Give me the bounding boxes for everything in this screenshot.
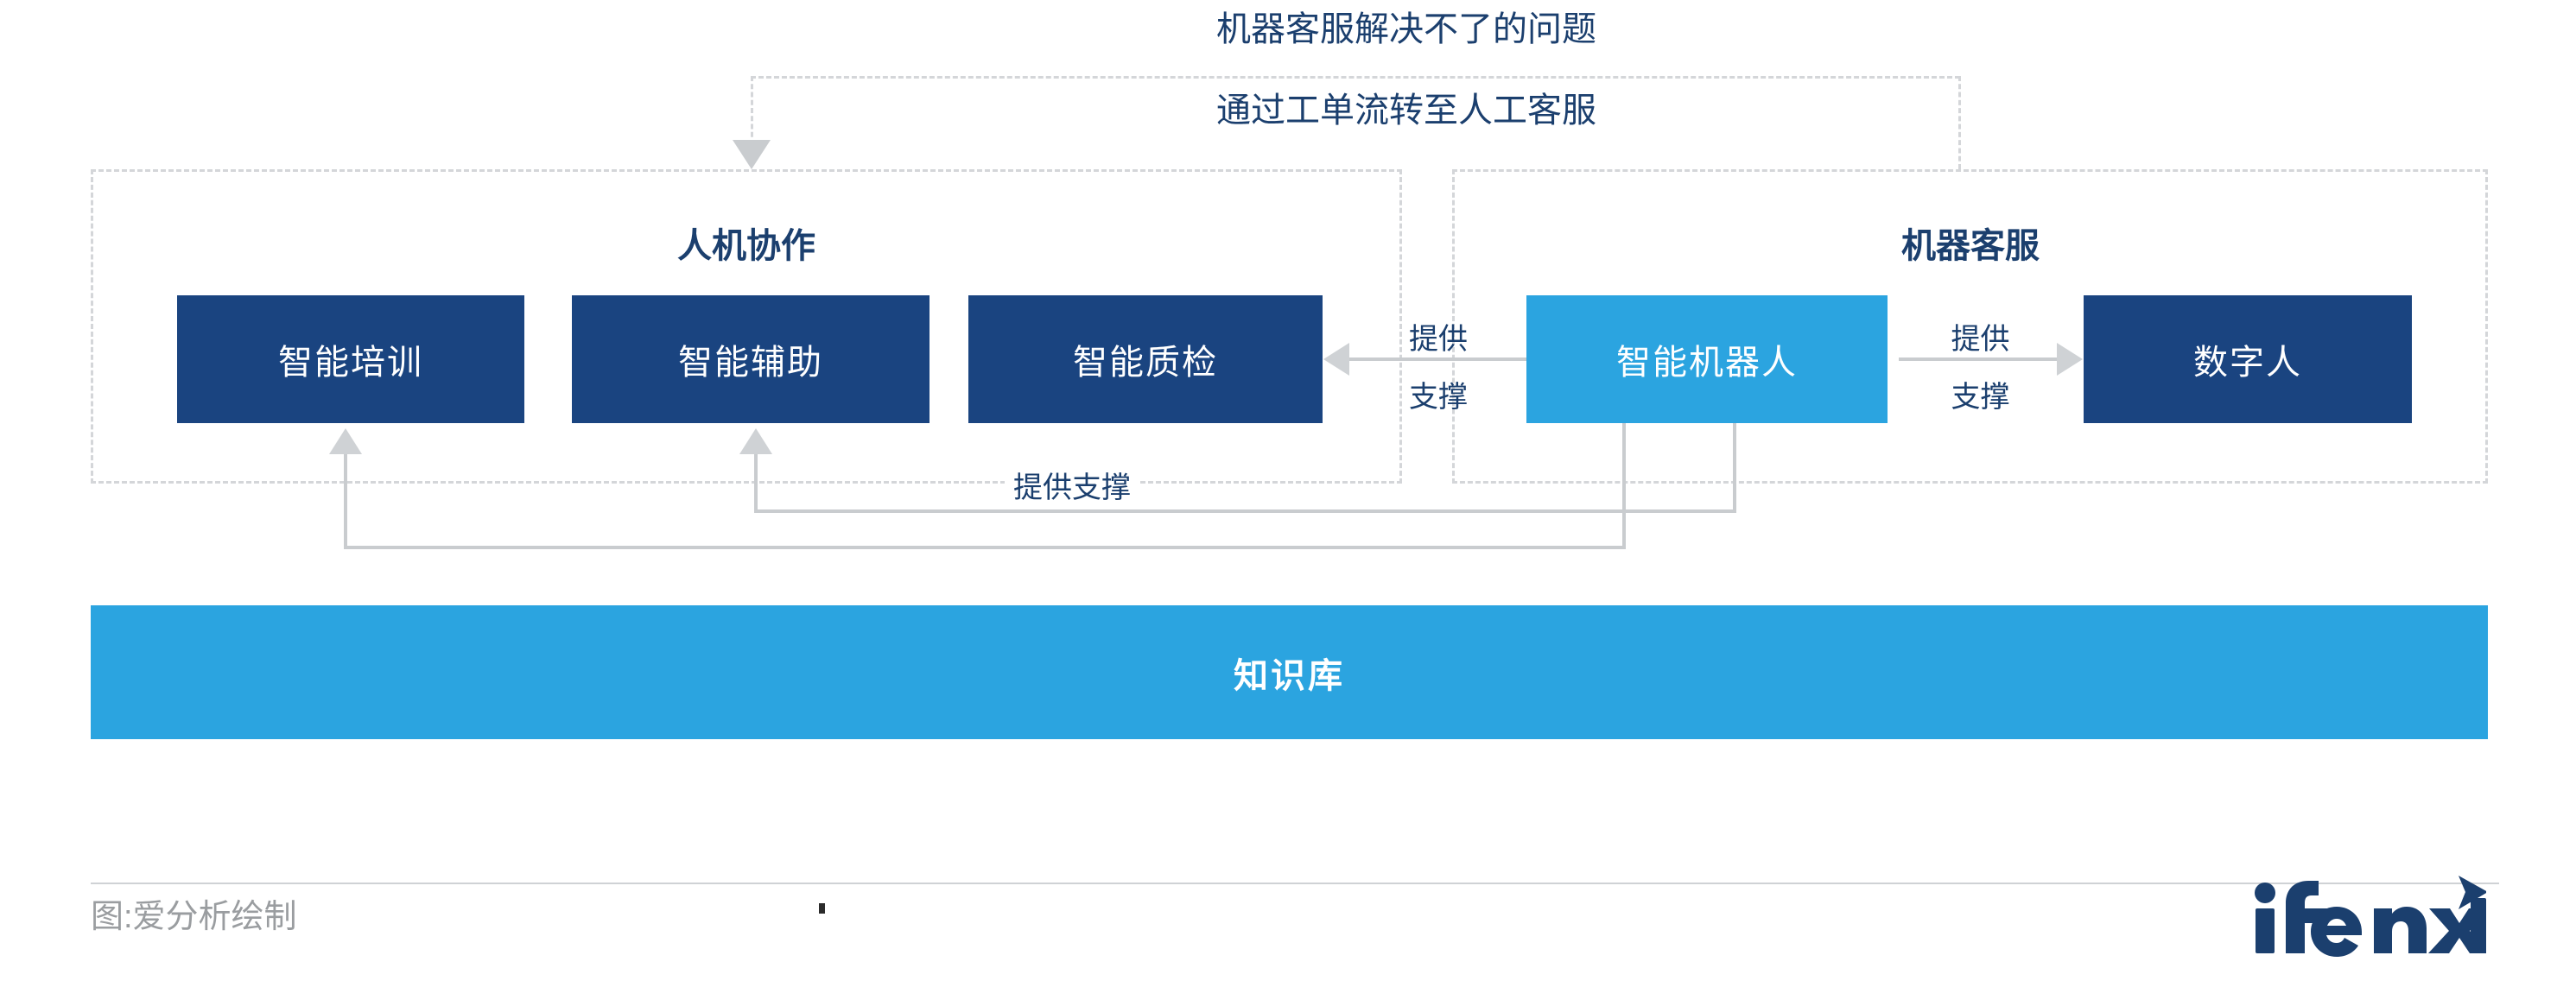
edge-robot-to-assist-run	[754, 509, 1736, 513]
node-smart-assist[interactable]: 智能辅助	[572, 295, 930, 423]
node-smart-assist-label: 智能辅助	[678, 344, 823, 382]
edge-robot-to-training-riser	[1622, 423, 1626, 549]
edge-robot-to-training-drop	[344, 451, 347, 547]
footer-dot-mark	[819, 903, 825, 914]
node-digital-human-label: 数字人	[2193, 344, 2302, 382]
ifenxi-logo	[2253, 874, 2490, 957]
top-note-line-1: 机器客服解决不了的问题	[1216, 10, 1596, 48]
group-human-machine	[91, 169, 1402, 484]
node-smart-quality[interactable]: 智能质检	[968, 295, 1323, 423]
node-smart-robot[interactable]: 智能机器人	[1526, 295, 1888, 423]
group-title-human-machine: 人机协作	[677, 227, 815, 265]
flow-dashed-left-drop	[751, 76, 753, 145]
edge-robot-to-quality-label-bottom: 支撑	[1409, 381, 1468, 414]
edge-robot-to-quality-arrowhead-icon	[1323, 343, 1349, 376]
edge-robot-to-training-arrowhead-icon	[329, 428, 362, 454]
edge-robot-to-digital-label-bottom: 支撑	[1951, 381, 2010, 414]
edge-robot-to-digital-label-top: 提供	[1951, 323, 2010, 356]
ifenxi-arrow-icon	[2459, 876, 2488, 909]
group-robot-service	[1452, 169, 2488, 484]
node-digital-human[interactable]: 数字人	[2084, 295, 2412, 423]
edge-robot-to-digital-line	[1899, 357, 2059, 361]
edge-robot-to-assist-arrowhead-icon	[739, 428, 772, 454]
knowledge-base-bar[interactable]: 知识库	[91, 605, 2488, 739]
flow-dashed-right-drop	[1958, 76, 1961, 169]
node-smart-quality-label: 智能质检	[1073, 344, 1218, 382]
node-smart-robot-label: 智能机器人	[1616, 344, 1798, 382]
edge-robot-to-quality-line	[1349, 357, 1526, 361]
flow-dashed-arrowhead-icon	[733, 140, 771, 169]
ifenxi-logo-svg	[2255, 876, 2490, 957]
edge-robot-to-assist-riser	[1733, 423, 1736, 513]
footer-caption: 图:爱分析绘制	[91, 899, 297, 935]
edge-robot-to-digital-arrowhead-icon	[2057, 343, 2083, 376]
knowledge-base-label: 知识库	[1234, 656, 1345, 695]
group-title-robot-service: 机器客服	[1901, 227, 2040, 265]
edge-robot-to-assist-drop	[754, 451, 758, 511]
top-note-line-2: 通过工单流转至人工客服	[1216, 92, 1596, 130]
flow-dashed-top-segment	[751, 76, 1960, 79]
node-smart-training[interactable]: 智能培训	[177, 295, 524, 423]
edge-robot-to-quality-label-top: 提供	[1409, 323, 1468, 356]
footer-divider	[91, 883, 2499, 884]
edge-robot-to-training-run	[344, 546, 1626, 549]
support-label: 提供支撑	[1005, 464, 1139, 506]
node-smart-training-label: 智能培训	[278, 344, 423, 382]
